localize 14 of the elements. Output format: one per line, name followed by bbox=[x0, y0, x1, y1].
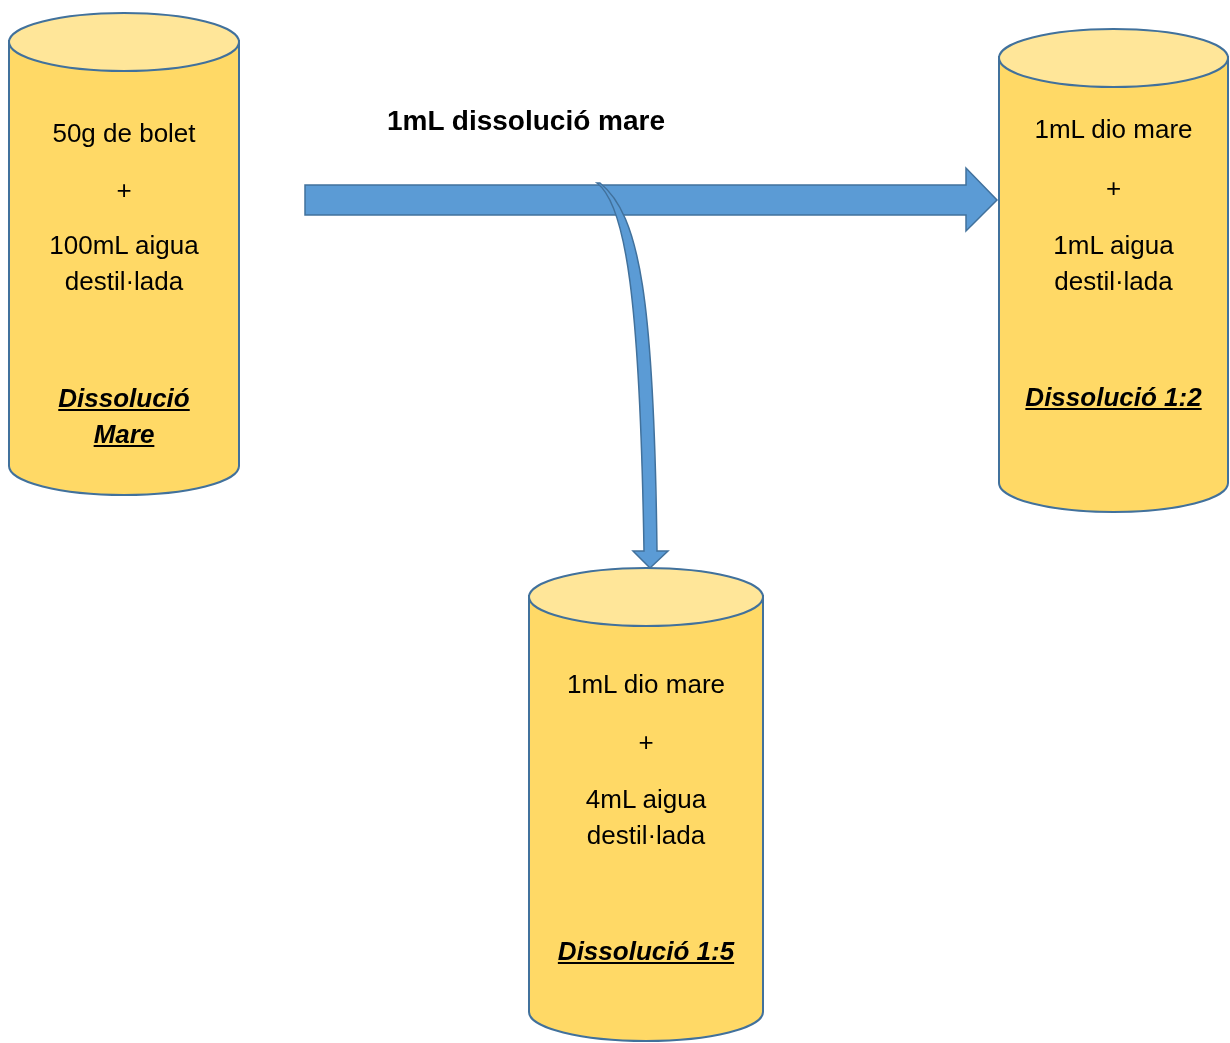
ingredient-text: 1mL aigua destil·lada bbox=[1052, 229, 1175, 298]
ingredient-text: 1mL dio mare bbox=[1033, 113, 1194, 146]
ingredient-text: 100mL aigua destil·lada bbox=[48, 229, 200, 298]
block-arrow bbox=[596, 182, 669, 569]
solution-title: Dissolució 1:2 bbox=[1024, 381, 1203, 414]
ingredient-text: + bbox=[115, 174, 133, 207]
ingredient-text: 4mL aigua destil·lada bbox=[584, 783, 708, 852]
solution-title: Dissolució 1:5 bbox=[556, 935, 736, 968]
ingredient-text: + bbox=[637, 726, 655, 759]
ingredient-text: 1mL dio mare bbox=[566, 668, 726, 701]
ingredient-text: 50g de bolet bbox=[51, 117, 197, 150]
solution-title: Dissolució Mare bbox=[57, 382, 191, 451]
ingredient-text: + bbox=[1104, 172, 1123, 205]
block-arrow bbox=[304, 166, 999, 233]
